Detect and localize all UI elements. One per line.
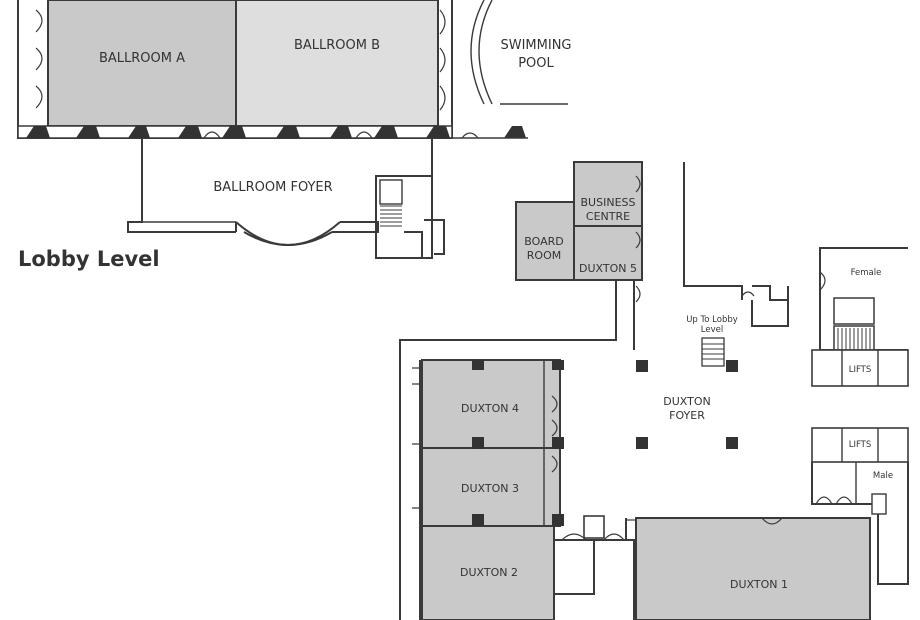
duxton-3[interactable] bbox=[421, 447, 561, 527]
board-room-label-2: ROOM bbox=[527, 249, 561, 262]
male-restroom-label: Male bbox=[873, 471, 893, 481]
services-block: Female LIFTS LIFTS Male bbox=[811, 247, 909, 585]
duxton-3-label: DUXTON 3 bbox=[461, 482, 519, 495]
business-centre[interactable] bbox=[573, 161, 643, 227]
swimming-pool-label-1: SWIMMING bbox=[500, 38, 571, 53]
lifts-lower-label: LIFTS bbox=[849, 440, 872, 450]
level-title: Lobby Level bbox=[18, 247, 160, 271]
board-room-label-1: BOARD bbox=[524, 235, 563, 248]
duxton-rooms-left: DUXTON 4 DUXTON 3 DUXTON 2 bbox=[412, 359, 635, 620]
business-centre-label-1: BUSINESS bbox=[581, 196, 636, 209]
duxton-foyer-label-2: FOYER bbox=[669, 409, 705, 422]
swimming-pool[interactable]: SWIMMING POOL bbox=[470, 0, 572, 105]
duxton-1-block: DUXTON 1 bbox=[625, 517, 871, 620]
duxton-1[interactable] bbox=[635, 517, 871, 620]
ballroom-foyer[interactable]: BALLROOM FOYER bbox=[127, 138, 445, 259]
board-room[interactable] bbox=[515, 201, 575, 281]
ballroom-foyer-label: BALLROOM FOYER bbox=[213, 180, 332, 195]
female-restroom-label: Female bbox=[851, 268, 882, 278]
lifts-lower[interactable] bbox=[811, 427, 909, 463]
ballroom-b-label: BALLROOM B bbox=[294, 38, 380, 53]
up-to-lobby-label-2: Level bbox=[701, 325, 723, 335]
ballroom-a[interactable] bbox=[47, 0, 237, 127]
ballroom-b[interactable] bbox=[235, 0, 439, 127]
swimming-pool-label-2: POOL bbox=[518, 56, 554, 71]
duxton-5[interactable] bbox=[573, 225, 643, 281]
duxton-4-label: DUXTON 4 bbox=[461, 402, 519, 415]
business-wing: BUSINESS CENTRE BOARD ROOM DUXTON 5 bbox=[399, 161, 643, 620]
ballroom-wing: BALLROOM A BALLROOM B bbox=[17, 0, 528, 139]
duxton-2[interactable] bbox=[421, 525, 555, 620]
up-to-lobby-label-1: Up To Lobby bbox=[686, 315, 738, 325]
duxton-5-label: DUXTON 5 bbox=[579, 262, 637, 275]
ballroom-a-label: BALLROOM A bbox=[99, 51, 185, 66]
duxton-foyer-label-1: DUXTON bbox=[663, 395, 710, 408]
lifts-upper[interactable] bbox=[811, 349, 909, 387]
duxton-1-label: DUXTON 1 bbox=[730, 578, 788, 591]
business-centre-label-2: CENTRE bbox=[586, 210, 630, 223]
duxton-2-label: DUXTON 2 bbox=[460, 566, 518, 579]
lifts-upper-label: LIFTS bbox=[849, 365, 872, 375]
duxton-foyer[interactable]: Up To Lobby Level DUXTON FOYER bbox=[636, 162, 789, 449]
duxton-4[interactable] bbox=[421, 359, 561, 449]
